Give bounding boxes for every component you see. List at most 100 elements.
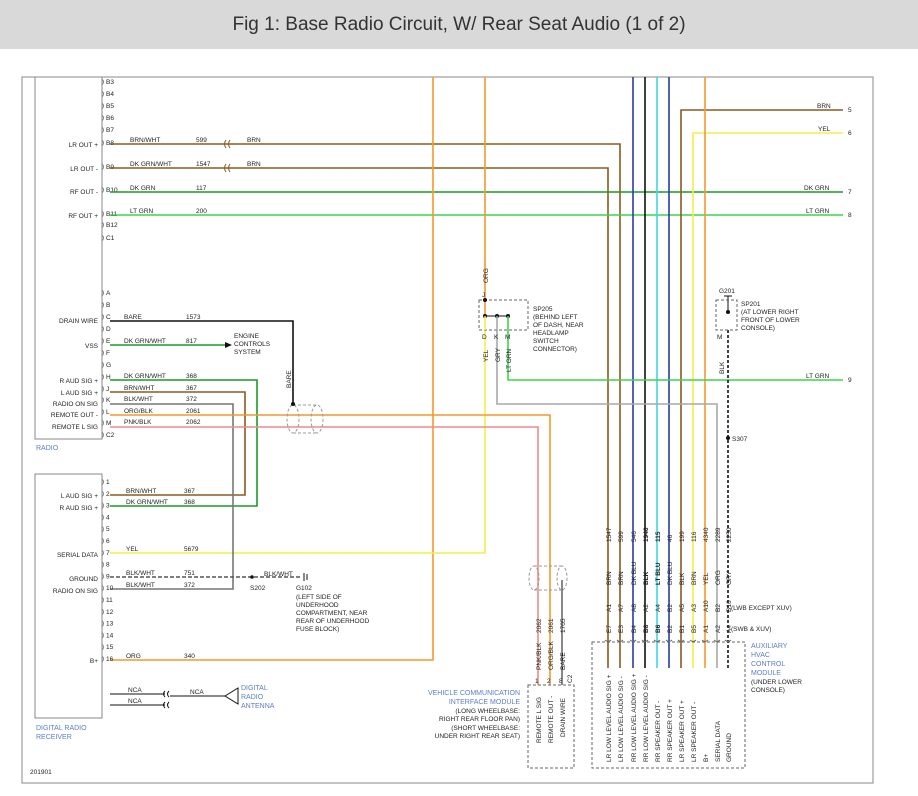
ahvac-wire-color: DK BLU [667,561,674,585]
ahvac-wire-color: BLK [643,571,650,585]
wire-4340-yel [692,132,843,668]
pin-arc [101,643,104,651]
svg-text:7: 7 [848,189,852,196]
svg-text:BRN/WHT: BRN/WHT [130,137,160,144]
svg-text:L AUD SIG +: L AUD SIG + [61,493,98,500]
svg-text:BLK/WHT: BLK/WHT [126,582,155,589]
svg-text:K: K [494,334,499,341]
wire-1547-brn [110,167,609,668]
pin-arc [101,78,104,86]
ahvac-pin-swb: E3 [618,625,625,633]
svg-text:599: 599 [196,137,207,144]
ahvac-circuit: 115 [655,531,662,542]
svg-text:DK GRN: DK GRN [130,185,156,192]
radio-pin-label: F [106,350,110,357]
pin-arc [101,408,104,416]
svg-text:COMPARTMENT, NEAR: COMPARTMENT, NEAR [296,610,368,617]
svg-text:(LWB EXCEPT XUV): (LWB EXCEPT XUV) [731,605,792,612]
svg-text:368: 368 [184,499,195,506]
svg-text:REMOTE L SIG: REMOTE L SIG [536,697,543,743]
vcim-module: PNK/BLK ORG/BLK BARE 2062 2061 1705 1 2 … [428,618,575,769]
svg-text:RADIO: RADIO [241,694,264,701]
radio-r-aud-sig: R AUD SIG + [60,378,99,385]
radio-vss: VSS [85,343,99,350]
drr-pin-label: 15 [106,644,114,651]
radio-pin-label: B6 [106,115,114,122]
drr-pin-label: 2 [106,491,110,498]
svg-text:B+: B+ [90,658,98,665]
svg-text:BRN: BRN [247,137,261,144]
pin-arc [101,632,104,639]
wire-1573-bare [110,320,294,404]
antenna-icon: NCA DIGITAL RADIO ANTENNA [190,685,275,710]
svg-text:YEL: YEL [818,126,831,133]
pin-arc [101,114,104,122]
ahvac-wire-color: YEL [703,572,710,585]
radio-remote-l-sig: REMOTE L SIG [52,424,98,431]
ahvac-pin-lwb: A8 [631,604,638,612]
svg-text:GRY: GRY [495,347,502,362]
ahvac-wire-color: BRN [606,571,613,585]
svg-text:(BEHIND LEFT: (BEHIND LEFT [533,314,577,321]
figure-id: 201901 [30,769,52,776]
svg-text:FRONT OF LOWER: FRONT OF LOWER [741,317,800,324]
svg-text:S307: S307 [732,436,748,443]
pin-arc [604,639,612,642]
ahvac-pin-swb: B8 [643,624,650,633]
svg-text:DK GRN/WHT: DK GRN/WHT [130,161,172,168]
svg-text:DK GRN: DK GRN [804,185,830,192]
radio-pin-label: C2 [106,432,115,439]
svg-text:SWITCH: SWITCH [533,338,559,345]
svg-text:J: J [482,292,485,299]
pin-arc [101,373,104,381]
radio-remote-out: REMOTE OUT - [51,412,98,419]
svg-text:1: 1 [535,678,539,685]
pin-arc [641,639,649,642]
svg-text:(SHORT WHEELBASE:: (SHORT WHEELBASE: [451,725,520,732]
ahvac-pin-swb: B4 [631,625,638,633]
vcim-box [527,684,575,769]
radio-pin-label: J [106,386,109,393]
drr-pin-label: 4 [106,514,110,521]
svg-text:LT GRN: LT GRN [806,208,830,215]
pin-arc [665,639,673,642]
wire-116-brn [680,109,843,668]
drr-pin-label: 12 [106,609,114,616]
svg-text:372: 372 [186,396,197,403]
pin-arc [101,186,104,194]
pin-arc [101,490,104,498]
radio-pin-label: B12 [106,222,118,229]
svg-text:NCA: NCA [128,698,142,705]
svg-text:PNK/BLK: PNK/BLK [124,419,152,426]
pin-arc [101,349,104,357]
svg-text:UNDER RIGHT REAR SEAT): UNDER RIGHT REAR SEAT) [435,733,520,740]
svg-text:340: 340 [184,653,195,660]
svg-text:1705: 1705 [560,618,567,633]
pin-arc [677,639,685,642]
svg-text:G201: G201 [719,288,735,295]
svg-text:LT GRN: LT GRN [806,373,830,380]
svg-text:BRN/WHT: BRN/WHT [124,385,154,392]
svg-text:2062: 2062 [186,419,201,426]
wire-ltgrn-9 [507,330,843,381]
ahvac-pin-lwb: A7 [618,604,625,612]
ahvac-pin-lwb: B2 [667,604,674,612]
ahvac-circuit: 4340 [703,527,710,542]
pin-arc [101,431,104,439]
svg-text:DK GRN/WHT: DK GRN/WHT [126,499,168,506]
svg-text:CONTROLS: CONTROLS [234,341,271,348]
svg-text:(SWB & XUV): (SWB & XUV) [731,626,771,633]
svg-text:D: D [482,334,487,341]
ahvac-pin-lwb: A1 [606,604,613,612]
svg-text:HVAC: HVAC [751,652,770,659]
ahvac-circuit: 546 [631,531,638,542]
radio-pin-label: B5 [106,103,114,110]
ahvac-pin-swb: A1 [703,625,710,633]
radio-radio-on-sig: RADIO ON SIG [53,401,98,408]
svg-text:UNDERHOOD: UNDERHOOD [296,602,339,609]
wire-367 [110,391,246,496]
ahvac-pin-swb: B2 [667,625,674,633]
svg-text:RECEIVER: RECEIVER [36,734,72,741]
